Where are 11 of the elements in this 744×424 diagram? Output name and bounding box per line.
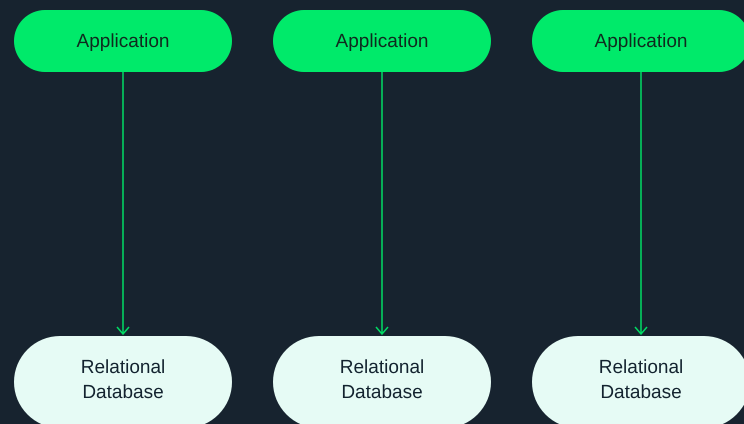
node-label: Relational Database [80,356,166,405]
database-pill [532,336,744,424]
node-label: Relational Database [338,356,426,405]
arrow [634,72,648,335]
arrow [375,72,389,335]
arrow [116,72,130,335]
node-label: Application [76,30,170,54]
application-pill [532,10,744,72]
node-label: Application [594,30,688,54]
node-label: Application [336,30,428,54]
node-label: Relational Database [598,356,684,405]
